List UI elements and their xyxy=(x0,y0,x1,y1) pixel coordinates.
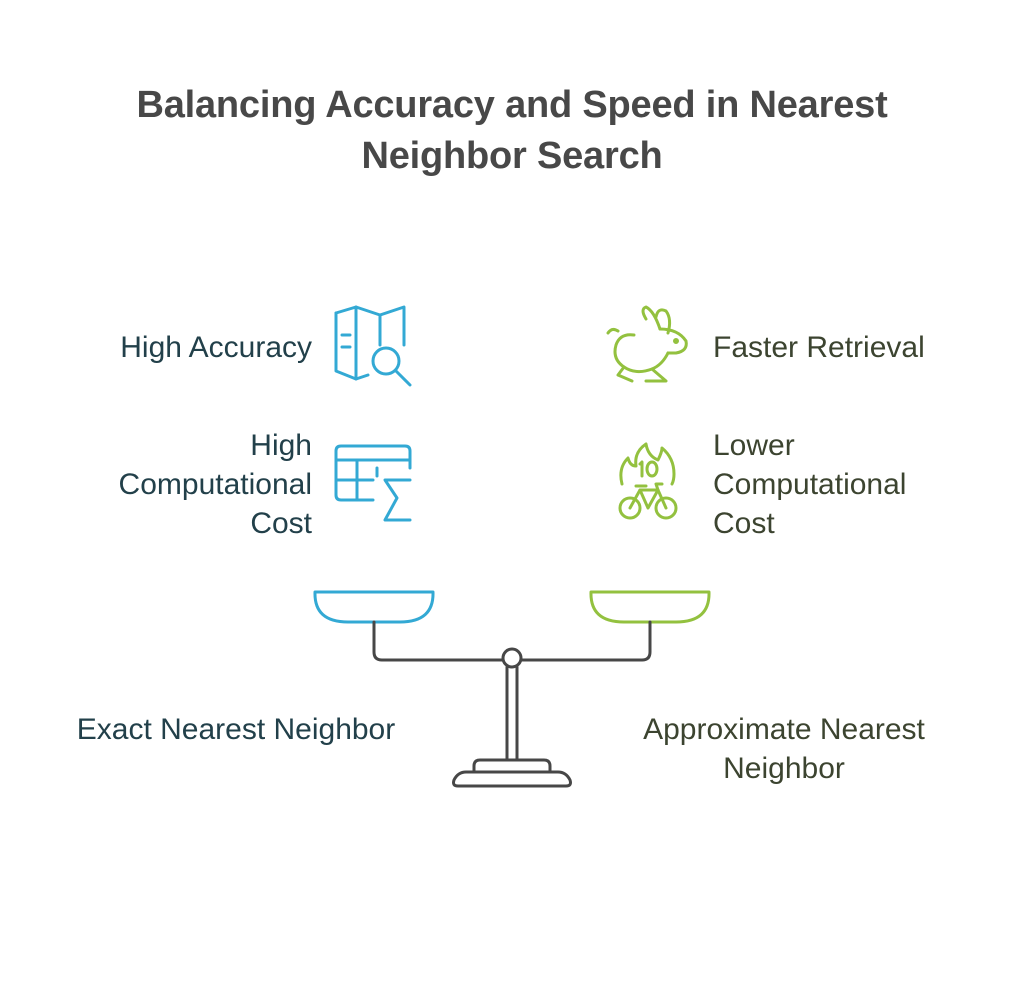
label-high-accuracy: High Accuracy xyxy=(120,331,312,364)
label-faster-retrieval: Faster Retrieval xyxy=(713,331,925,364)
map-search-icon xyxy=(334,305,412,387)
spreadsheet-sum-icon xyxy=(334,444,412,522)
title-line-1: Balancing Accuracy and Speed in Nearest xyxy=(136,84,888,126)
title-line-2: Neighbor Search xyxy=(361,135,663,177)
scale-post xyxy=(505,665,519,762)
scale-foot xyxy=(452,770,572,788)
label-lower-computational-cost: Lower Computational Cost xyxy=(713,429,907,540)
rabbit-icon xyxy=(606,305,688,383)
scale-base xyxy=(472,758,552,774)
right-pan xyxy=(589,590,711,624)
bicycle-icon xyxy=(618,442,678,520)
label-approximate-nearest-neighbor: Approximate Nearest Neighbor xyxy=(643,713,925,785)
left-pan xyxy=(313,590,435,624)
label-high-computational-cost: High Computational Cost xyxy=(118,429,312,540)
label-exact-nearest-neighbor: Exact Nearest Neighbor xyxy=(76,713,396,746)
scale-pivot xyxy=(501,647,523,669)
diagram-title: Balancing Accuracy and Speed in Nearest … xyxy=(0,80,1024,182)
